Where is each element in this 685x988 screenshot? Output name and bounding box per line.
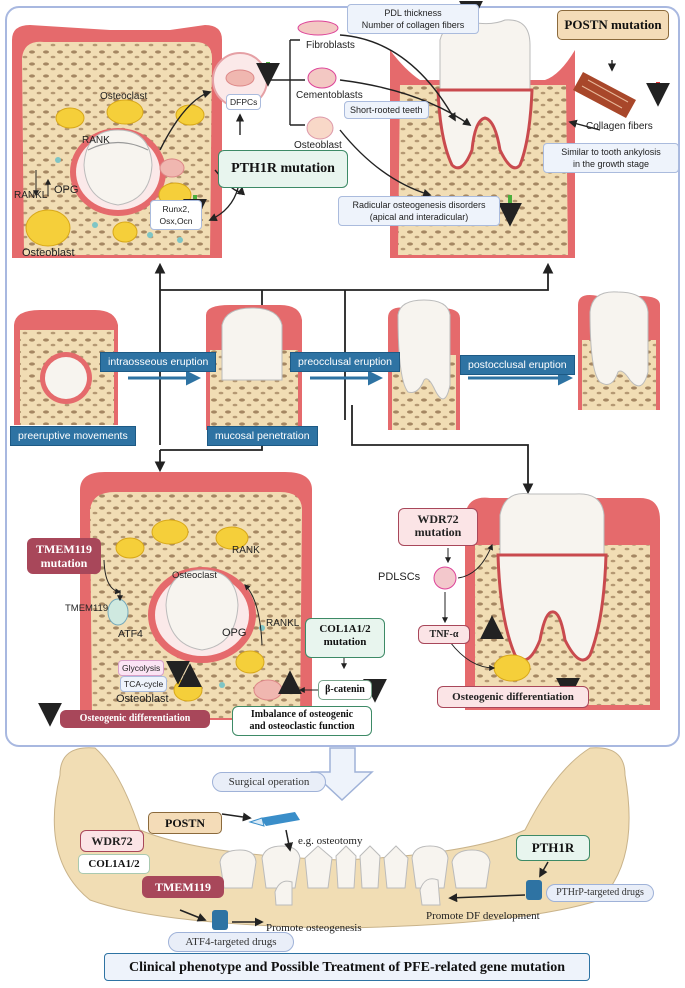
tl-osteoblast-label: Osteoblast [22,247,75,259]
fibroblasts-label: Fibroblasts [306,40,355,51]
tl-opg-label: OPG [54,184,79,196]
treat-postn-box: POSTN [148,812,222,834]
atf4-label: ATF4 [118,628,143,640]
promote-df-label: Promote DF development [426,910,540,922]
stage-preocclusal: preocclusal eruption [290,352,400,372]
bl-rank-label: RANK [232,545,260,556]
treat-tmem119-box: TMEM119 [142,876,224,898]
stage-mucosal: mucosal penetration [207,426,318,446]
surgical-operation-label: Surgical operation [212,772,326,792]
dfpcs-label: DFPCs [226,94,262,110]
bl-osteogenic-differentiation-box: Osteogenic differentiation [60,710,210,728]
big-down-arrow [310,747,374,802]
tnf-alpha-box: TNF-α [418,625,470,644]
treat-wdr72-box: WDR72 [80,830,144,852]
wdr72-mutation-box: WDR72 mutation [398,508,478,546]
cementoblasts-label: Cementoblasts [296,90,363,101]
tl-rankl-label: RANKL [14,190,48,201]
teeth-row [219,845,491,906]
dfpcs-cell-illustration [212,52,268,108]
bottom-right-tooth-illustration [433,492,660,710]
bl-opg-label: OPG [222,627,247,639]
stage-preeruptive: preeruptive movements [10,426,136,446]
atf4-drugs-label: ATF4-targeted drugs [168,932,294,952]
bottom-left-crypt-illustration [38,472,387,727]
cell-types-illustration [297,20,339,140]
ankylosis-note: Similar to tooth ankylosis in the growth… [543,143,679,173]
pdl-thickness-note: PDL thickness Number of collagen fibers [347,4,479,34]
tca-cycle-label: TCA-cycle [120,676,168,692]
tl-osteoclast-label: Osteoclast [100,91,148,102]
stage-intraosseous: intraosseous eruption [100,352,217,372]
figure-title: Clinical phenotype and Possible Treatmen… [128,960,566,975]
glycolysis-label: Glycolysis [118,660,165,676]
br-osteogenic-differentiation-box: Osteogenic differentiation [437,686,589,708]
pdlscs-label: PDLSCs [378,571,421,583]
osteotomy-label: e.g. osteotomy [298,835,363,847]
bl-osteoblast-label: Osteoblast [116,693,169,705]
pth1r-mutation-box: PTH1R mutation [218,150,348,188]
promote-osteogenesis-label: Promote osteogenesis [266,922,362,934]
tmem119-mutation-box: TMEM119 mutation [27,538,101,574]
top-left-crypt-illustration [12,25,222,258]
treat-col1a-box: COL1A1/2 [78,854,150,874]
treat-pth1r-box: PTH1R [516,835,590,861]
tmem119-label: TMEM119 [65,603,109,614]
short-rooted-note: Short-rooted teeth [344,101,429,119]
eruption-stages-illustration [14,291,660,430]
bl-rankl-label: RANKL [266,618,300,629]
beta-catenin-box: β-catenin [318,680,372,700]
pthrp-drugs-label: PTHrP-targeted drugs [546,884,654,902]
osteoblast-cell-label: Osteoblast [294,140,342,151]
col1a-mutation-box: COL1A1/2 mutation [305,618,385,658]
radicular-disorders-note: Radicular osteogenesis disorders (apical… [338,196,500,226]
collagen-fibers-label: Collagen fibers [586,121,653,132]
tl-rank-label: RANK [82,135,110,146]
tl-markers-box: Runx2, Osx,Ocn [150,200,202,230]
collagen-fibers-illustration [573,72,636,118]
imbalance-box: Imbalance of osteogenic and osteoclastic… [232,706,372,736]
bl-osteoclast-label: Osteoclast [172,570,217,581]
figure-title-box: Clinical phenotype and Possible Treatmen… [104,953,590,981]
postn-mutation-box: POSTN mutation [557,10,669,40]
stage-postocclusal: postocclusal eruption [460,355,575,375]
